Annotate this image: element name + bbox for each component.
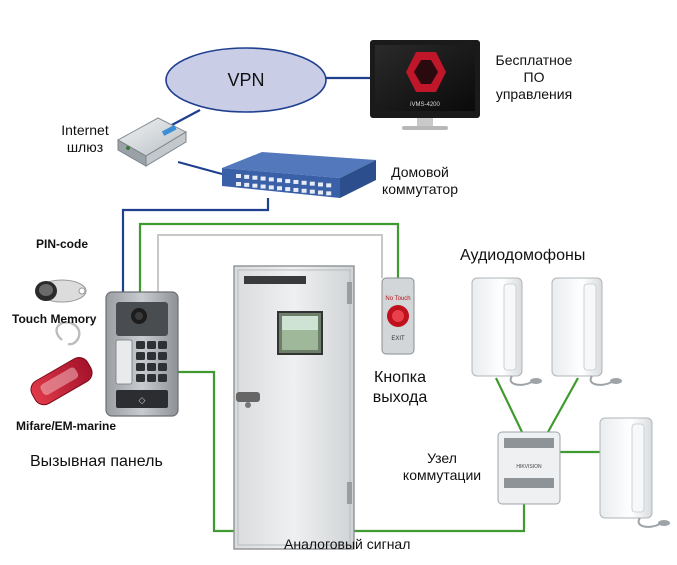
switching-hub-label-line-1: Узел [427,450,457,466]
touch-memory-key-icon [35,279,87,303]
audio-intercom-3 [599,417,670,528]
internet-gateway-icon [116,117,188,167]
exit-button-device: No Touch EXIT [381,277,415,355]
hub-to-intercom-mid-line [547,377,579,433]
mifare-keyfob-icon [30,321,93,406]
free-software-label-line-3: управления [495,86,573,102]
pin-code-label: PIN-code [36,237,89,251]
svg-text:◇: ◇ [139,395,146,405]
touch-memory-label: Touch Memory [12,312,97,326]
panel-to-exit-wire [157,234,383,296]
building-switch-label: Домовой коммутатор [372,164,468,198]
exit-button-label-line-2: выхода [372,389,428,406]
hub-device-text: HIKVISION [516,464,542,470]
switch-to-panel-line [121,198,270,296]
internet-gateway-label-line-1: Internet [61,122,109,138]
call-panel-label: Вызывная панель [30,453,163,470]
audio-intercom-2 [551,277,622,386]
switching-hub-label-line-2: коммутации [402,467,482,483]
network-lines [121,76,372,296]
gateway-to-switch-line [177,160,223,176]
monitor-icon: iVMS-4200 [370,40,480,130]
analog-signal-line [178,370,526,533]
door-icon [233,265,355,550]
building-switch-label-line-2: коммутатор [381,181,459,197]
vpn-to-gateway-line [169,109,201,127]
audio-intercoms-label: Аудиодомофоны [460,247,586,264]
free-software-label-line-2: ПО [523,69,545,85]
vpn-cloud: VPN [165,47,327,113]
analog-lines [138,222,604,533]
internet-gateway-label-line-2: шлюз [66,139,104,155]
building-switch-icon [222,152,376,198]
vpn-ellipse [165,47,327,113]
monitor-screen-text: iVMS-4200 [410,102,440,108]
call-panel-device: ◇ [105,291,179,417]
switching-hub-label: Узел коммутации [394,450,490,484]
free-software-label: Бесплатное ПО управления [486,52,582,103]
panel-to-exit-analog-line [138,222,400,296]
door-wires [157,234,383,296]
internet-gateway-label: Internet шлюз [52,122,118,156]
audio-intercom-1 [471,277,542,386]
hub-to-intercom-left-line [495,377,523,433]
exit-button-label: Кнопка выхода [362,368,438,408]
switching-hub-device: HIKVISION [497,431,561,505]
exit-button-top-text: No Touch [385,296,410,302]
free-software-label-line-1: Бесплатное [495,52,573,68]
exit-button-label-line-1: Кнопка [374,369,426,386]
analog-signal-label: Аналоговый сигнал [284,536,411,552]
mifare-label: Mifare/EM-marine [16,419,117,433]
vpn-label: VPN [227,70,264,90]
building-switch-label-line-1: Домовой [391,164,449,180]
exit-button-bottom-text: EXIT [391,336,405,342]
